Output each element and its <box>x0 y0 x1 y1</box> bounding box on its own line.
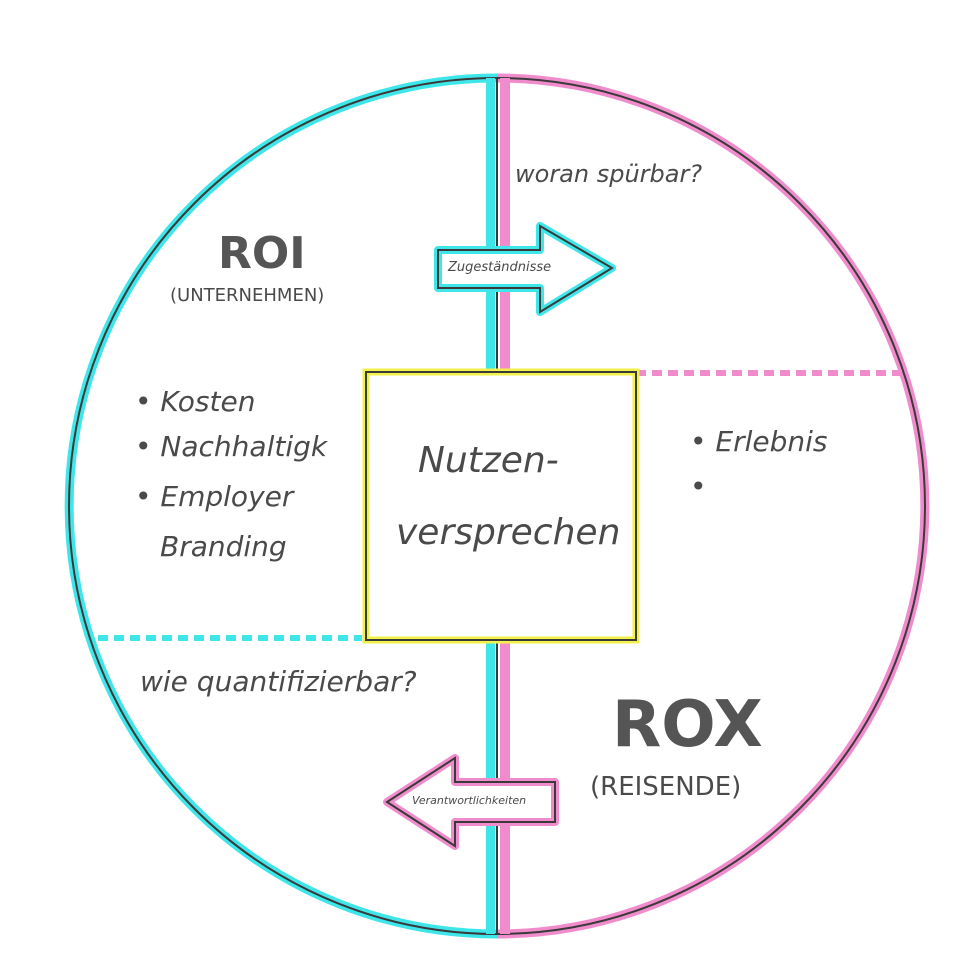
value-proposition-line1: Nutzen- <box>418 440 559 481</box>
roi-item: • Employer <box>135 480 294 513</box>
roi-item: • Kosten <box>135 385 256 418</box>
roi-item: • Nachhaltigk <box>135 430 328 463</box>
roi-subtitle: (UNTERNEHMEN) <box>170 285 325 306</box>
rox-question: woran spürbar? <box>515 160 703 188</box>
rox-item: • <box>690 470 707 503</box>
roi-item: Branding <box>160 530 287 563</box>
arrow-right-label: Zugeständnisse <box>448 260 552 275</box>
rox-item: • Erlebnis <box>690 425 828 458</box>
value-proposition-line2: versprechen <box>396 512 621 553</box>
roi-title: ROI <box>218 228 306 279</box>
rox-subtitle: (REISENDE) <box>590 772 742 802</box>
roi-question: wie quantifizierbar? <box>140 665 417 698</box>
value-proposition-box <box>362 368 640 644</box>
rox-title: ROX <box>612 688 763 762</box>
arrow-left-label: Verantwortlichkeiten <box>412 794 527 807</box>
